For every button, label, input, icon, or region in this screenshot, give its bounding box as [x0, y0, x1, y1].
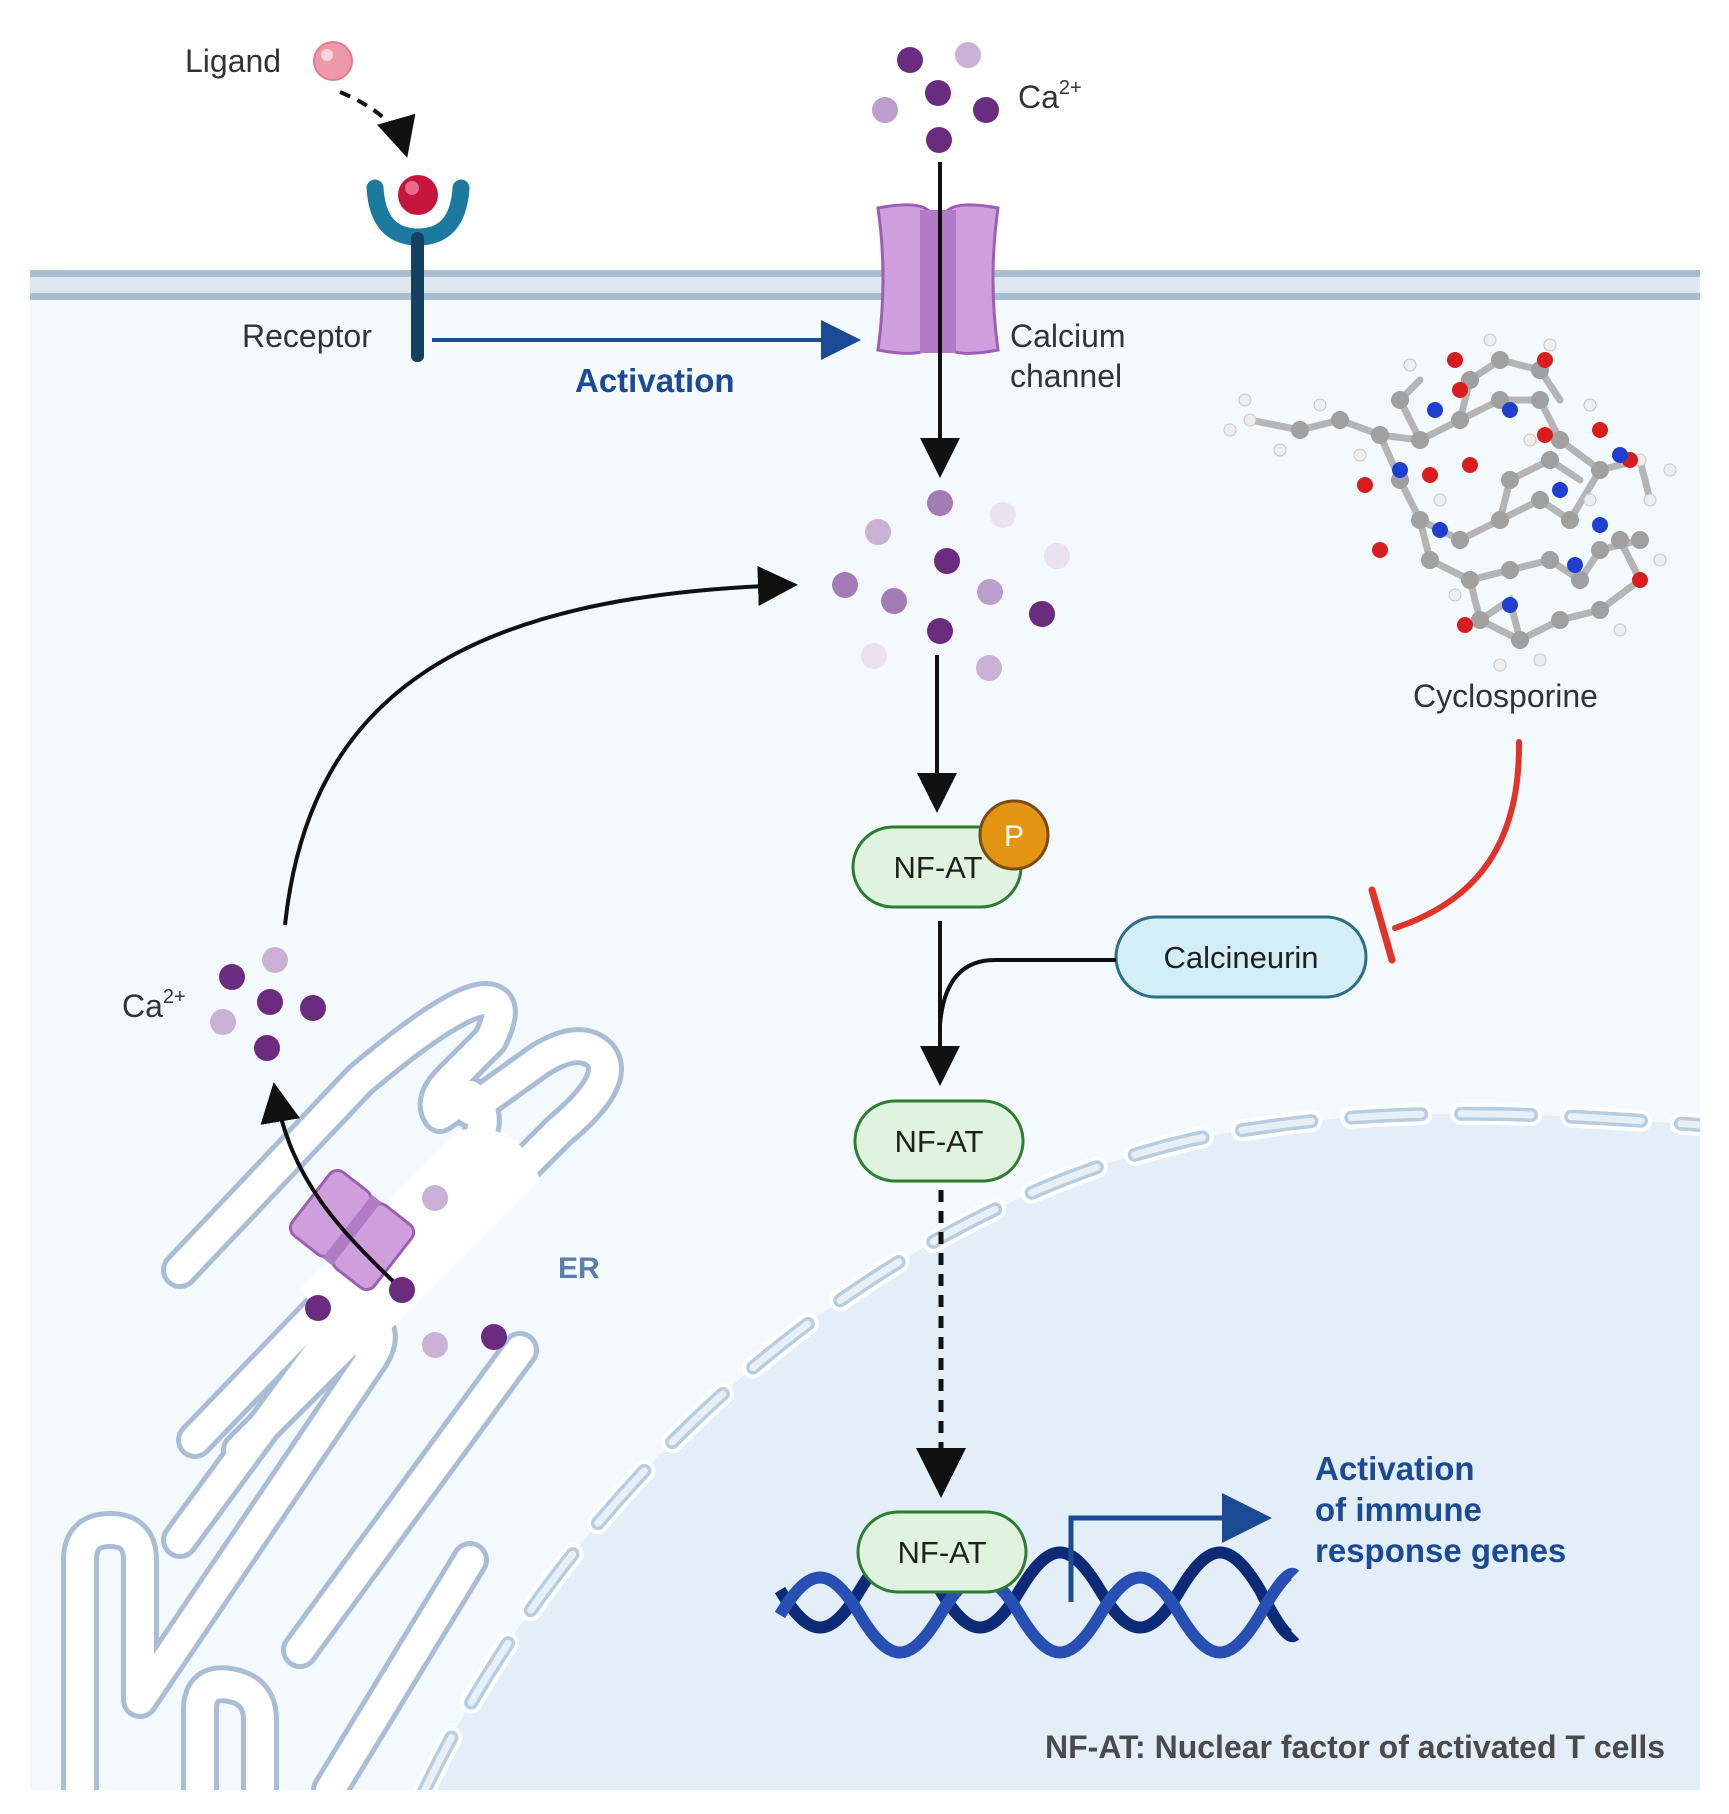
- dna-helix: [774, 1546, 1300, 1659]
- gene-activation-line1: Activation: [1315, 1450, 1475, 1487]
- cytosolic-calcium: [832, 490, 1070, 681]
- phosphate-group: [978, 799, 1050, 871]
- released-calcium: Ca2+: [122, 947, 326, 1061]
- svg-text:Ca2+: Ca2+: [122, 986, 186, 1024]
- er-calcium-efflux-arrow: [260, 1082, 402, 1290]
- er-lumen-calcium: [305, 1185, 507, 1358]
- gene-activation-line3: response genes: [1315, 1532, 1566, 1569]
- nfat-phosphorylated: NF-AT P: [851, 799, 1050, 909]
- ca-left-superscript: 2+: [163, 986, 186, 1008]
- footer-definition: NF-AT: Nuclear factor of activated T cel…: [1045, 1729, 1665, 1765]
- nfat-phosphorylated-label: NF-AT: [894, 850, 983, 885]
- cyclosporine-label: Cyclosporine: [1413, 678, 1598, 714]
- er-label: ER: [558, 1252, 600, 1285]
- receptor: Receptor: [242, 175, 470, 362]
- activation-arrow: Activation: [432, 320, 861, 399]
- ca-left-label: Ca: [122, 988, 163, 1024]
- nucleus: [412, 1102, 1700, 1790]
- endoplasmic-reticulum: ER: [61, 981, 624, 1790]
- transcription-arrow: [1068, 1493, 1272, 1602]
- receptor-label: Receptor: [242, 318, 372, 354]
- nfat-nucleus-label: NF-AT: [898, 1535, 987, 1570]
- nfat-cytosol: NF-AT: [853, 1099, 1025, 1183]
- calcineurin-label: Calcineurin: [1163, 940, 1318, 975]
- dephosphorylation-arrow: [920, 921, 1116, 1086]
- phosphate-label: P: [1004, 820, 1024, 853]
- ca-top-label: Ca: [1018, 79, 1059, 115]
- er-calcium-release-arrow: [283, 566, 798, 926]
- gene-activation-line2: of immune: [1315, 1491, 1482, 1528]
- calcium-channel-label-line1: Calcium: [1010, 318, 1126, 354]
- calcium-channel-label-line2: channel: [1010, 358, 1122, 394]
- svg-text:Ca2+: Ca2+: [1018, 77, 1082, 115]
- gene-activation-label: Activation of immune response genes: [1315, 1450, 1566, 1569]
- ligand-label: Ligand: [185, 43, 281, 79]
- ligand: Ligand: [185, 41, 416, 158]
- cyclosporine-inhibition: [1368, 739, 1523, 964]
- cyclosporine-molecule: Cyclosporine: [1223, 333, 1677, 714]
- extracellular-calcium: Ca2+: [872, 42, 1082, 153]
- nfat-nucleus: NF-AT: [856, 1510, 1028, 1594]
- plasma-membrane: [30, 270, 1700, 300]
- ca-top-superscript: 2+: [1059, 77, 1082, 99]
- activation-label: Activation: [575, 362, 735, 399]
- nfat-cytosol-label: NF-AT: [895, 1124, 984, 1159]
- calcineurin: Calcineurin: [1114, 915, 1368, 999]
